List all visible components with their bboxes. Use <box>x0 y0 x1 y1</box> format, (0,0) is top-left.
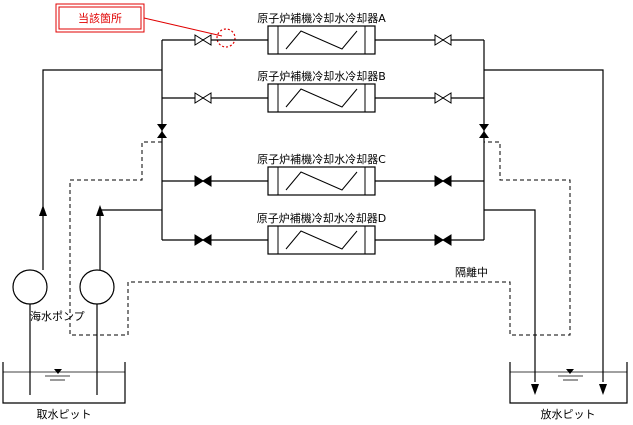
heat-exchanger-left-cap <box>267 83 279 113</box>
seawater-pumps: 海水ポンプ <box>12 205 115 323</box>
heat-exchanger-right-cap <box>364 25 376 55</box>
flow-arrow-down-1 <box>531 384 539 395</box>
intake-pit <box>2 362 126 404</box>
cooler-label: 原子炉補機冷却水冷却器C <box>257 152 386 166</box>
discharge-pit <box>509 362 628 404</box>
callout: 当該箇所 <box>55 3 236 48</box>
cooler-label: 原子炉補機冷却水冷却器D <box>257 211 386 225</box>
flow-arrow-up-2 <box>96 205 104 216</box>
cooler-outlet-valve <box>434 34 452 46</box>
heat-exchanger-right-cap <box>364 166 376 196</box>
active-piping <box>29 40 604 395</box>
pump-1 <box>12 269 48 305</box>
heat-exchanger-tube-zigzag <box>285 88 358 108</box>
flow-arrow-down-2 <box>599 384 607 395</box>
intake-pit-label: 取水ピット <box>37 408 92 421</box>
pump-2 <box>79 269 115 305</box>
cooler-outlet-valve <box>434 234 452 246</box>
isolated-piping <box>69 141 571 336</box>
cooler-row: 原子炉補機冷却水冷却器D <box>162 211 484 255</box>
callout-target-circle <box>216 28 236 48</box>
heat-exchanger-left-cap <box>267 166 279 196</box>
cooler-inlet-valve <box>194 92 212 104</box>
cooler-label: 原子炉補機冷却水冷却器A <box>257 11 386 25</box>
header-valve-left <box>157 124 167 138</box>
header-valve-right <box>479 124 489 138</box>
cooler-outlet-valve <box>434 175 452 187</box>
pump-label: 海水ポンプ <box>30 309 85 323</box>
cooler-row: 原子炉補機冷却水冷却器A <box>162 11 484 55</box>
heat-exchanger-right-cap <box>364 83 376 113</box>
cooler-outlet-valve <box>434 92 452 104</box>
cooler-inlet-valve <box>194 175 212 187</box>
cooler-inlet-valve <box>194 34 212 46</box>
cooler-row: 原子炉補機冷却水冷却器B <box>162 69 484 113</box>
cooler-inlet-valve <box>194 234 212 246</box>
cooler-label: 原子炉補機冷却水冷却器B <box>257 69 386 83</box>
isolated-label: 隔離中 <box>455 265 488 279</box>
cooler-rows: 原子炉補機冷却水冷却器A 原子炉補機冷却水冷却器B 原子炉補機冷却水冷却器C 原子炉補… <box>162 11 484 255</box>
flow-arrow-up-1 <box>39 205 47 216</box>
cooler-row: 原子炉補機冷却水冷却器C <box>162 152 484 196</box>
heat-exchanger-left-cap <box>267 225 279 255</box>
callout-text: 当該箇所 <box>78 11 122 25</box>
heat-exchanger-tube-zigzag <box>285 171 358 191</box>
callout-leader <box>143 17 223 37</box>
callout-inner-box <box>58 6 142 30</box>
heat-exchanger-tube-zigzag <box>285 230 358 250</box>
discharge-pit-label: 放水ピット <box>541 407 596 421</box>
heat-exchanger-right-cap <box>364 225 376 255</box>
heat-exchanger-tube-zigzag <box>285 30 358 50</box>
heat-exchanger-left-cap <box>267 25 279 55</box>
